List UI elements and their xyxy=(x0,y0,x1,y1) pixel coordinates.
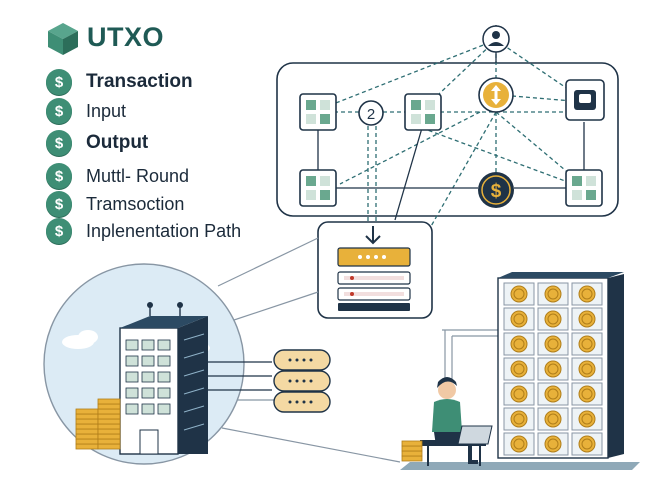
vault-coin xyxy=(544,310,562,328)
legend-label: Output xyxy=(86,132,149,153)
vault-coin xyxy=(510,285,528,303)
vault-coin-rim xyxy=(513,288,525,300)
cube-icon xyxy=(48,23,78,55)
coin-vault-icon xyxy=(400,272,640,470)
vault-coin xyxy=(578,335,596,353)
round-number-badge: 2 xyxy=(358,100,384,126)
vault-coin xyxy=(578,310,596,328)
round-number: 2 xyxy=(367,106,375,123)
vault-coin-rim xyxy=(581,413,593,425)
vault-coin-rim xyxy=(513,438,525,450)
vault-coin xyxy=(544,335,562,353)
network-connections xyxy=(317,39,585,236)
vault-coin-rim xyxy=(547,313,559,325)
utxo-node-top-left xyxy=(299,93,337,131)
network-panel xyxy=(276,62,619,217)
dollar-coin-icon: $ xyxy=(46,163,72,189)
vault-coin-rim xyxy=(581,313,593,325)
legend-item-output: $ Output xyxy=(46,129,148,157)
vault-coin-rim xyxy=(547,438,559,450)
database-stack-icon xyxy=(317,221,433,319)
up-down-arrow-icon xyxy=(478,77,514,113)
person-with-laptop-icon xyxy=(401,377,493,466)
vault-coin xyxy=(510,360,528,378)
vault-coin-rim xyxy=(547,388,559,400)
legend-item-transaction: $ Transaction xyxy=(46,68,193,96)
vault-coin-rim xyxy=(581,363,593,375)
dollar-coin-icon: $ xyxy=(46,218,72,244)
vault-coin-rim xyxy=(513,388,525,400)
building-links xyxy=(208,361,272,391)
vault-coin xyxy=(544,410,562,428)
utxo-node-top-middle xyxy=(404,93,442,131)
wallet-icon xyxy=(565,79,605,121)
vault-coin-rim xyxy=(581,438,593,450)
person-node-icon xyxy=(482,25,510,53)
dollar-coin-icon: $ xyxy=(46,98,72,124)
vault-coin-rim xyxy=(581,288,593,300)
vault-coin xyxy=(578,410,596,428)
vault-coin xyxy=(544,385,562,403)
center-coin-symbol: $ xyxy=(491,181,502,202)
dollar-coin-icon: $ xyxy=(46,130,72,156)
vault-coin-rim xyxy=(513,363,525,375)
vault-coin xyxy=(510,335,528,353)
vault-coin xyxy=(578,285,596,303)
vault-coin-rim xyxy=(547,363,559,375)
dollar-coin-icon: $ xyxy=(46,191,72,217)
vault-coin-rim xyxy=(513,413,525,425)
legend-label: Muttl- Round xyxy=(86,165,190,186)
brand-title: UTXO xyxy=(87,22,165,52)
legend-item-transaction-alt: $ Tramsoction xyxy=(46,190,184,218)
vault-coin-rim xyxy=(581,388,593,400)
vault-coin-rim xyxy=(513,338,525,350)
vault-coin-rim xyxy=(513,313,525,325)
office-building-icon xyxy=(43,263,245,465)
utxo-node-bottom-right xyxy=(565,169,603,207)
legend-label: Input xyxy=(86,100,127,121)
vault-coin xyxy=(578,385,596,403)
legend-label: Tramsoction xyxy=(86,193,185,214)
legend-item-input: $ Input xyxy=(46,97,126,125)
vault-coin xyxy=(578,435,596,453)
vault-coin xyxy=(544,360,562,378)
dollar-coin-icon: $ xyxy=(46,69,72,95)
vault-coin-rim xyxy=(547,288,559,300)
legend-item-implementation-path: $ Inplenentation Path xyxy=(46,217,241,245)
database-cylinders-icon xyxy=(273,349,331,413)
vault-coin-rim xyxy=(547,413,559,425)
utxo-node-bottom-left xyxy=(299,169,337,207)
vault-coin xyxy=(510,410,528,428)
legend-item-multi-round: $ Muttl- Round xyxy=(46,162,189,190)
legend-label: Inplenentation Path xyxy=(86,220,242,241)
legend-label: Transaction xyxy=(86,71,193,92)
vault-coin xyxy=(510,385,528,403)
vault-coin xyxy=(544,435,562,453)
vault-coin-rim xyxy=(581,338,593,350)
vault-coin xyxy=(510,310,528,328)
connector-lines xyxy=(217,237,500,463)
vault-coin xyxy=(510,435,528,453)
vault-coin xyxy=(578,360,596,378)
vault-coin-rim xyxy=(547,338,559,350)
dollar-coin-node: $ xyxy=(478,172,514,208)
vault-coin xyxy=(544,285,562,303)
